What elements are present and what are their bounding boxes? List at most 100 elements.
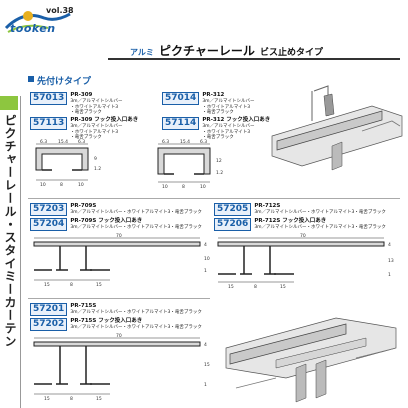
dim-label: 1.2 [216, 170, 223, 176]
page-title: アルミ ピクチャーレール ビス止めタイプ [130, 40, 400, 58]
product-name: PR-309 フック投入口あき [70, 117, 139, 123]
dim-label: 10 [204, 256, 210, 262]
product-57113: 57113 PR-309 フック投入口あき 3m／アルマイトシルバー ・ホワイト… [30, 117, 160, 141]
dim-label: 10 [162, 184, 168, 190]
dim-label: 8 [60, 182, 63, 188]
product-57206: 57206 PR-712S フック投入口あき 3m／アルマイトシルバー・ホワイト… [214, 218, 402, 231]
product-desc: 3m／アルマイトシルバー ・ホワイトアルマイト3 ・竜舌ブラック [202, 124, 255, 140]
dim-label: 15.4 [180, 139, 190, 145]
section-divider [28, 198, 400, 199]
product-name: PR-712S [254, 203, 281, 209]
product-code: 57203 [30, 203, 68, 216]
product-code: 57205 [214, 203, 252, 216]
product-name: PR-715S フック投入口あき [70, 318, 143, 324]
product-code: 57201 [30, 303, 68, 316]
dim-label: 1 [388, 272, 391, 278]
dim-label: 13 [388, 258, 394, 264]
dim-label: 8 [70, 396, 73, 402]
dim-label: 4 [204, 242, 207, 248]
product-57114: 57114 PR-312 フック投入口あき 3m／アルマイトシルバー ・ホワイト… [162, 117, 282, 141]
product-name: PR-715S [70, 303, 97, 309]
dim-label: 10 [40, 182, 46, 188]
dim-label: 15.4 [58, 139, 68, 145]
dim-label: 6.3 [40, 139, 47, 145]
dim-label: 15 [280, 284, 286, 290]
dim-label: 6.3 [200, 139, 207, 145]
volume-label: vol.38 [46, 6, 74, 15]
section-drawing-pr709s: 70 15 8 15 4 10 1 [33, 233, 210, 288]
dim-label: 15 [204, 362, 210, 368]
side-accent [0, 96, 18, 110]
dim-label: 6.3 [162, 139, 169, 145]
product-57202: 57202 PR-715S フック投入口あき 3m／アルマイトシルバー・ホワイト… [30, 318, 210, 331]
title-type: ビス止めタイプ [260, 48, 324, 58]
side-category-label: ピクチャーレール・スタイミーカーテン [3, 114, 17, 348]
dim-label: 15 [44, 282, 50, 288]
product-code: 57113 [30, 117, 68, 130]
product-desc: 3m／アルマイトシルバー・ホワイトアルマイト3・竜舌ブラック [70, 325, 202, 330]
dim-label: 1 [204, 382, 207, 388]
product-desc: 3m／アルマイトシルバー・ホワイトアルマイト3・竜舌ブラック [70, 310, 202, 315]
title-product: ピクチャーレール [159, 44, 255, 58]
product-desc: 3m／アルマイトシルバー ・ホワイトアルマイト3 ・竜舌ブラック [70, 99, 123, 115]
product-code: 57206 [214, 218, 252, 231]
section-drawing-pr712s: 70 15 8 15 4 13 1 [217, 233, 394, 290]
product-desc: 3m／アルマイトシルバー・ホワイトアルマイト3・竜舌ブラック [70, 225, 202, 230]
section-drawing-pr309: 6.3 15.4 6.3 10 8 10 9 1.2 [35, 139, 101, 188]
product-desc: 3m／アルマイトシルバー・ホワイトアルマイト3・竜舌ブラック [70, 210, 202, 215]
product-desc: 3m／アルマイトシルバー・ホワイトアルマイト3・竜舌ブラック [254, 225, 386, 230]
logo-swoosh-icon [4, 11, 71, 33]
product-57014: 57014 PR-312 3m／アルマイトシルバー ・ホワイトアルマイト3 ・竜… [162, 92, 282, 116]
dim-label: 15 [44, 396, 50, 402]
installation-illustration-bottom [225, 317, 397, 403]
header-rule [108, 58, 400, 60]
section-heading: 先付けタイプ [37, 77, 92, 87]
dim-label: 70 [300, 233, 306, 239]
dim-label: 70 [116, 233, 122, 239]
product-57203: 57203 PR-709S 3m／アルマイトシルバー・ホワイトアルマイト3・竜舌… [30, 203, 210, 216]
dim-label: 8 [254, 284, 257, 290]
product-name: PR-709S フック投入口あき [70, 218, 143, 224]
product-desc: 3m／アルマイトシルバー ・ホワイトアルマイト3 ・竜舌ブラック [70, 124, 123, 140]
product-name: PR-312 [202, 92, 225, 98]
product-57205: 57205 PR-712S 3m／アルマイトシルバー・ホワイトアルマイト3・竜舌… [214, 203, 402, 216]
dim-label: 1 [204, 268, 207, 274]
product-57013: 57013 PR-309 3m／アルマイトシルバー ・ホワイトアルマイト3 ・竜… [30, 92, 160, 116]
product-57204: 57204 PR-709S フック投入口あき 3m／アルマイトシルバー・ホワイト… [30, 218, 210, 231]
product-code: 57014 [162, 92, 200, 105]
product-desc: 3m／アルマイトシルバー・ホワイトアルマイト3・竜舌ブラック [254, 210, 386, 215]
dim-label: 15 [228, 284, 234, 290]
brand-logo: vol.38 tooken [4, 4, 74, 38]
product-name: PR-709S [70, 203, 97, 209]
product-name: PR-712S フック投入口あき [254, 218, 327, 224]
dim-label: 10 [78, 182, 84, 188]
dim-label: 9 [94, 156, 97, 162]
title-material: アルミ [130, 48, 154, 57]
product-name: PR-309 [70, 92, 93, 98]
section-drawing-pr312: 6.3 15.4 6.3 10 8 10 12 1.2 [157, 139, 223, 190]
dim-label: 70 [116, 333, 122, 339]
dim-label: 15 [96, 282, 102, 288]
section-divider [28, 298, 210, 299]
side-divider [20, 96, 21, 408]
product-code: 57202 [30, 318, 68, 331]
product-name: PR-312 フック投入口あき [202, 117, 271, 123]
dim-label: 15 [96, 396, 102, 402]
dim-label: 4 [204, 342, 207, 348]
dim-label: 6.3 [78, 139, 85, 145]
product-57201: 57201 PR-715S 3m／アルマイトシルバー・ホワイトアルマイト3・竜舌… [30, 303, 210, 316]
product-desc: 3m／アルマイトシルバー ・ホワイトアルマイト3 ・竜舌ブラック [202, 99, 255, 115]
dim-label: 12 [216, 158, 222, 164]
product-code: 57114 [162, 117, 200, 130]
dim-label: 1.2 [94, 166, 101, 172]
dim-label: 4 [388, 242, 391, 248]
dim-label: 10 [200, 184, 206, 190]
section-drawing-pr715s: 70 15 8 15 4 15 1 [33, 333, 210, 402]
logo-text: tooken [10, 22, 56, 35]
product-code: 57204 [30, 218, 68, 231]
section-marker-icon [28, 76, 34, 82]
dim-label: 8 [70, 282, 73, 288]
product-code: 57013 [30, 92, 68, 105]
installation-illustration-top [271, 85, 403, 171]
dim-label: 8 [182, 184, 185, 190]
